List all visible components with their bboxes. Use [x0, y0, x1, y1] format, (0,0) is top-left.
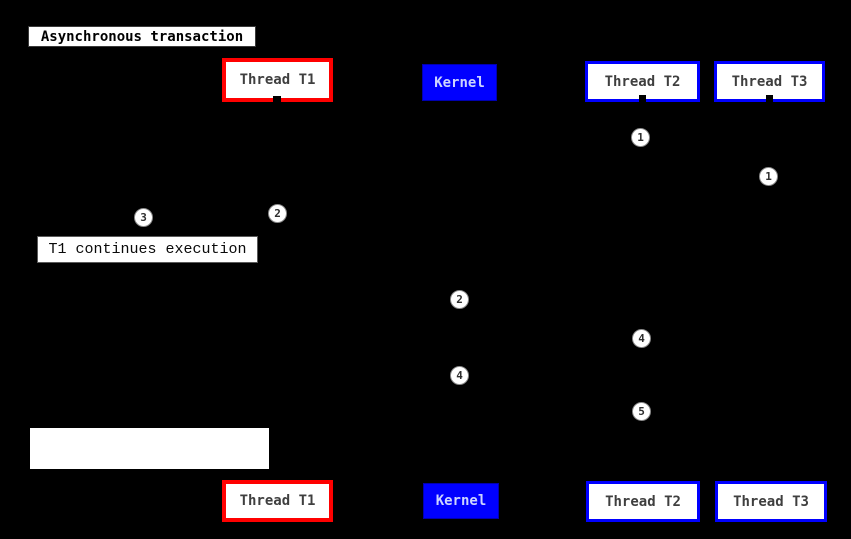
- step-badge-2-kernel: 2: [450, 290, 469, 309]
- participant-thread-t2-top: Thread T2: [585, 61, 700, 102]
- participant-thread-t1-top: Thread T1: [222, 58, 333, 102]
- participant-thread-t2-bottom: Thread T2: [586, 481, 700, 522]
- step-badge-5-thread-t2: 5: [632, 402, 651, 421]
- step-badge-3: 3: [134, 208, 153, 227]
- step-badge-1-thread-t3: 1: [759, 167, 778, 186]
- note-blank: [30, 428, 269, 469]
- diagram-title: Asynchronous transaction: [28, 26, 256, 47]
- step-badge-4-kernel: 4: [450, 366, 469, 385]
- lifeline-stub-t2-top: [639, 95, 646, 104]
- step-badge-4-thread-t2: 4: [632, 329, 651, 348]
- lifeline-stub-t3-top: [766, 95, 773, 104]
- lifeline-stub-t1-top: [273, 96, 281, 105]
- step-badge-2-thread-t1: 2: [268, 204, 287, 223]
- participant-thread-t1-bottom: Thread T1: [222, 480, 333, 522]
- step-badge-1-thread-t2: 1: [631, 128, 650, 147]
- participant-thread-t3-bottom: Thread T3: [715, 481, 827, 522]
- participant-thread-t3-top: Thread T3: [714, 61, 825, 102]
- participant-kernel-bottom: Kernel: [423, 483, 499, 519]
- participant-kernel-top: Kernel: [422, 64, 497, 101]
- note-t1-continues-execution: T1 continues execution: [37, 236, 258, 263]
